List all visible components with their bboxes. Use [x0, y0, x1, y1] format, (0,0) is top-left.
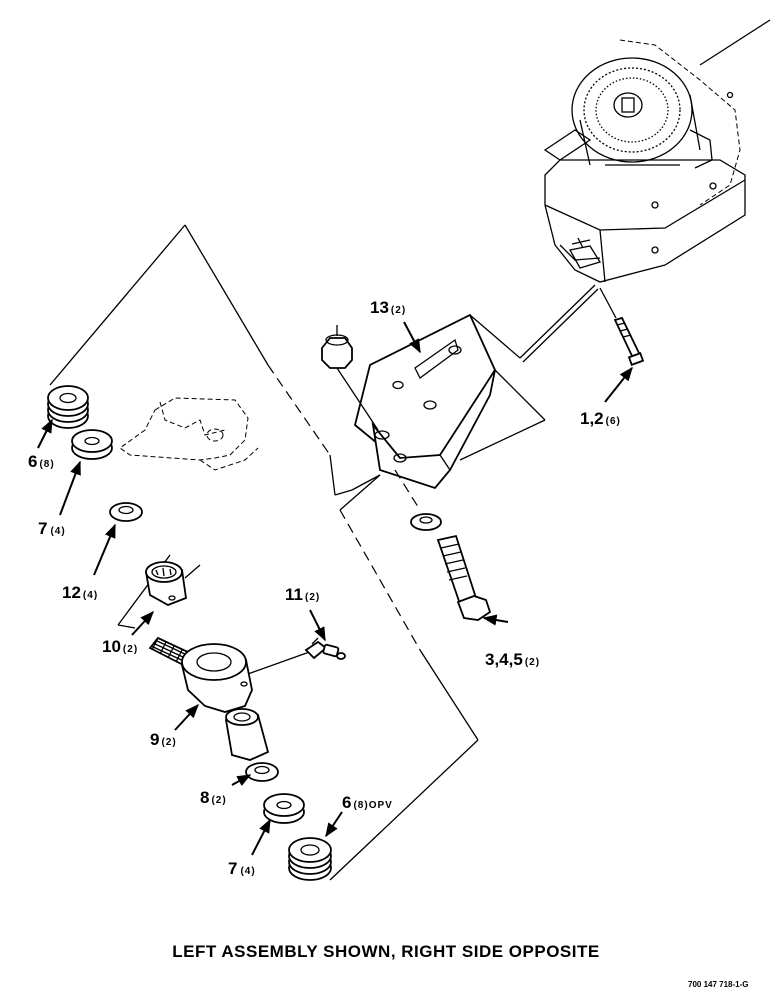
bushing-7-top	[71, 429, 113, 460]
explosion-guide-lines	[49, 224, 546, 881]
grommet-6-bottom	[288, 837, 332, 881]
callout-9: 9(2)	[150, 730, 177, 749]
grease-fitting-11	[304, 637, 346, 660]
callout-10: 10(2)	[102, 637, 138, 656]
washer-12	[109, 502, 143, 522]
callout-7-top: 7(4)	[38, 519, 66, 538]
callout-13: 13(2)	[370, 298, 406, 317]
grommet-6-top	[47, 385, 89, 429]
bushing-7-bottom	[263, 793, 305, 824]
callout-11: 11(2)	[285, 585, 320, 604]
document-number: 700 147 718-1-G	[688, 980, 749, 989]
callout-7-bottom: 7(4)	[228, 859, 256, 878]
washer-under-plate	[410, 513, 442, 531]
bushing-8	[224, 708, 270, 761]
frame-bracket-ghost	[119, 397, 259, 471]
bolt-1-2	[599, 287, 645, 366]
washer-lower	[245, 762, 279, 782]
pivot-arm-9	[148, 636, 253, 713]
callout-8: 8(2)	[200, 788, 227, 807]
mounting-plate-13	[353, 313, 497, 490]
callout-6-top: 6(8)	[28, 452, 55, 471]
callout-6-bottom: 6(8)OPV	[342, 793, 393, 812]
bolt-3-4-5	[436, 534, 492, 621]
gearbox-housing-illustration	[543, 19, 771, 283]
figure-caption: LEFT ASSEMBLY SHOWN, RIGHT SIDE OPPOSITE	[172, 942, 600, 961]
bushing-10	[144, 561, 187, 606]
callout-3-4-5: 3,4,5(2)	[485, 650, 540, 669]
top-lock-nut	[321, 325, 353, 369]
callout-1-2: 1,2(6)	[580, 409, 621, 428]
leader-arrows	[37, 321, 633, 856]
callout-12: 12(4)	[62, 583, 98, 602]
